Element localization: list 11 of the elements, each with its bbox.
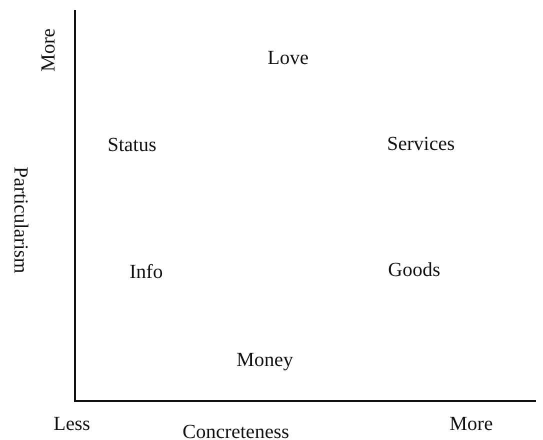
exchange-item-label: Info <box>130 262 163 282</box>
axis-end-label: Less <box>54 414 90 434</box>
exchange-item-label: Services <box>387 134 455 154</box>
axis-title: Concreteness <box>182 422 290 440</box>
exchange-item-label: Goods <box>388 260 440 280</box>
exchange-item-label: Status <box>108 135 156 155</box>
axis-end-label: More <box>450 414 493 434</box>
exchange-item-label: Money <box>236 350 294 370</box>
axis-title: Particularism <box>10 166 30 274</box>
axis-end-label: More <box>38 28 58 72</box>
exchange-item-label: Love <box>268 48 309 68</box>
